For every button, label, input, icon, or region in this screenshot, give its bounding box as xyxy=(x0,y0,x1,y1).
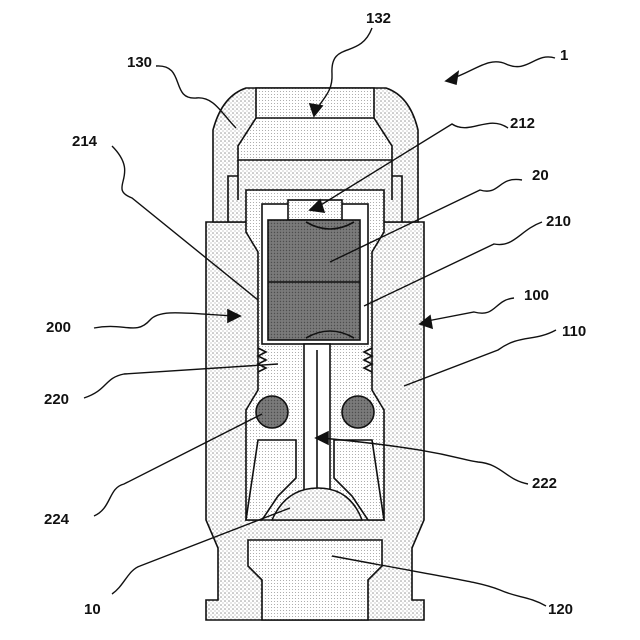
ball-right xyxy=(342,396,374,428)
ref-label-110: 110 xyxy=(562,323,586,340)
ref-label-120: 120 xyxy=(548,601,573,618)
ref-label-132: 132 xyxy=(366,10,391,27)
element-block xyxy=(268,220,360,340)
leader-100 xyxy=(422,298,514,322)
cap-recess xyxy=(238,88,392,160)
leader-1-arrow xyxy=(446,72,458,84)
ref-label-20: 20 xyxy=(532,167,549,184)
ref-label-222: 222 xyxy=(532,475,557,492)
ref-label-214: 214 xyxy=(72,133,98,150)
ref-label-200: 200 xyxy=(46,319,71,336)
ref-label-10: 10 xyxy=(84,601,101,618)
ref-label-210: 210 xyxy=(546,213,571,230)
ref-label-1: 1 xyxy=(560,47,568,64)
ref-label-100: 100 xyxy=(524,287,549,304)
ref-label-130: 130 xyxy=(127,54,152,71)
leader-1 xyxy=(448,57,555,80)
ref-label-220: 220 xyxy=(44,391,69,408)
bottom-opening xyxy=(248,540,382,620)
leader-110 xyxy=(404,330,556,386)
ball-left xyxy=(256,396,288,428)
ref-label-212: 212 xyxy=(510,115,535,132)
ref-label-224: 224 xyxy=(44,511,70,528)
